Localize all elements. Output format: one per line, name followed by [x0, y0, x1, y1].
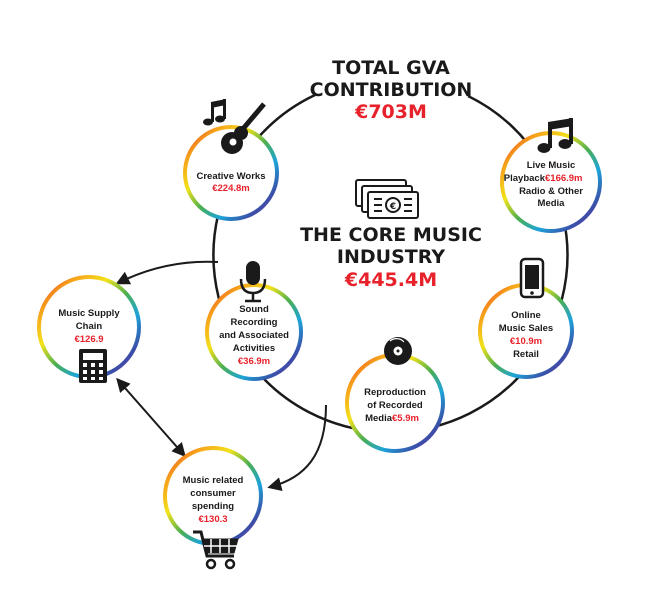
sound-recording-value: €36.9m [238, 356, 270, 367]
reproduction-label-3: Media [365, 413, 393, 424]
double-music-note-icon [537, 118, 573, 153]
vinyl-record-icon [384, 337, 412, 365]
online-sales-value: €10.9m [510, 336, 542, 347]
consumer-spending-label-1: Music related [183, 475, 244, 486]
reproduction-label-1: Reproduction [364, 387, 426, 398]
creative-works-label: Creative Works [197, 171, 266, 182]
consumer-spending-label-2: consumer [190, 488, 236, 499]
supply-chain-value: €126.9 [74, 334, 103, 345]
total-gva-value: €703M [354, 101, 427, 123]
arrow-supply-consumer [116, 377, 186, 458]
online-sales-label-1: Online [511, 310, 541, 321]
total-gva-line1: TOTAL GVA [332, 57, 450, 79]
sound-recording-node [205, 283, 303, 381]
online-sales-retail-label: Retail [513, 349, 539, 360]
microphone-icon [239, 261, 267, 303]
live-music-value: €166.9m [545, 173, 583, 184]
creative-works-node [183, 125, 279, 221]
calculator-icon [79, 349, 107, 383]
consumer-spending-value: €130.3 [198, 514, 227, 525]
shopping-cart-icon [193, 530, 239, 570]
smartphone-icon [519, 257, 545, 299]
banknotes-icon [355, 179, 419, 219]
sound-recording-label-3: and Associated [219, 330, 289, 341]
arrow-to-consumer-spending [267, 404, 327, 491]
sound-recording-label-4: Activities [233, 343, 275, 354]
online-sales-label-2: Music Sales [499, 323, 553, 334]
guitar-icon [221, 102, 266, 154]
reproduction-value: €5.9m [392, 413, 419, 424]
music-note-icon [203, 99, 226, 126]
consumer-spending-label-3: spending [192, 501, 234, 512]
supply-chain-label-2: Chain [76, 321, 103, 332]
live-music-playback-label: Playback [504, 173, 546, 184]
core-title-line1: THE CORE MUSIC [300, 224, 482, 246]
sound-recording-label-2: Recording [231, 317, 278, 328]
live-music-label: Live Music [527, 160, 576, 171]
sound-recording-label-1: Sound [239, 304, 269, 315]
live-music-media-label: Media [538, 198, 566, 209]
core-title-line2: INDUSTRY [337, 246, 445, 268]
arrow-to-supply-chain [115, 260, 219, 285]
creative-works-value: €224.8m [212, 183, 250, 194]
core-value: €445.4M [344, 269, 437, 291]
supply-chain-label-1: Music Supply [58, 308, 120, 319]
reproduction-label-2: of Recorded [367, 400, 423, 411]
total-gva-line2: CONTRIBUTION [310, 79, 473, 101]
live-music-radio-label: Radio & Other [519, 186, 583, 197]
svg-text:€: € [389, 202, 396, 212]
